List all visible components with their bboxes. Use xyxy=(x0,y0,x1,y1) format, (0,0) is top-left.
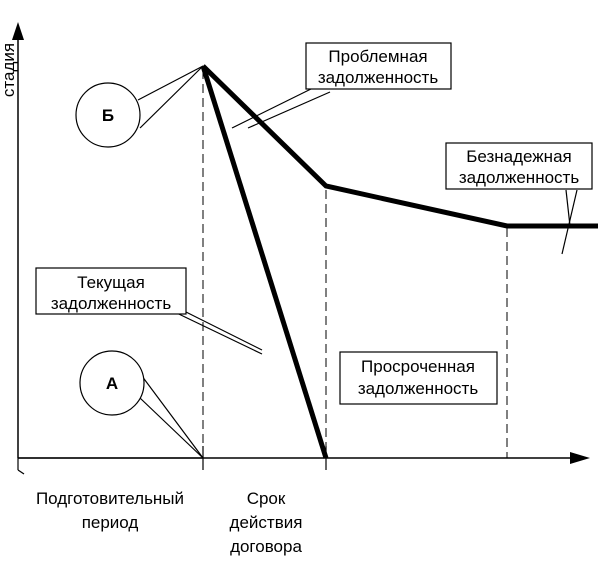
leader-hopeless-upper xyxy=(565,189,571,227)
circle-a xyxy=(79,350,145,416)
leader-hopeless-lower xyxy=(561,189,578,255)
circle-b xyxy=(75,82,141,148)
leader-current-lower xyxy=(185,311,263,351)
circle-a-label: А xyxy=(106,374,118,393)
leader-b-lower xyxy=(139,65,204,129)
y-axis-arrow xyxy=(12,22,24,40)
period-preparatory-line2: период xyxy=(82,513,139,532)
leader-b-upper xyxy=(137,65,204,101)
hopeless-debt-line2: задолженность xyxy=(459,168,580,187)
period-contract-line1: Срок xyxy=(247,489,286,508)
x-axis-arrow xyxy=(570,452,590,464)
overdue-debt-box xyxy=(339,351,498,405)
leader-a-lower xyxy=(139,397,204,459)
hopeless-debt-line1: Безнадежная xyxy=(466,147,571,166)
hopeless-debt-box xyxy=(445,142,593,190)
period-contract-line2: действия xyxy=(230,513,303,532)
problem-debt-curve xyxy=(201,64,598,229)
overdue-debt-line2: задолженность xyxy=(358,379,479,398)
problem-debt-box xyxy=(305,42,452,90)
leader-problem-upper xyxy=(231,87,314,129)
period-preparatory-line1: Подготовительный xyxy=(36,489,184,508)
period-contract-line3: договора xyxy=(230,537,302,556)
circle-b-label: Б xyxy=(102,106,114,125)
current-debt-box xyxy=(35,267,187,315)
bracket-left xyxy=(17,469,25,475)
problem-debt-line2: задолженность xyxy=(318,68,439,87)
current-debt-line2: задолженность xyxy=(51,294,172,313)
problem-debt-line1: Проблемная xyxy=(328,47,427,66)
current-debt-curve xyxy=(200,65,329,459)
current-debt-line1: Текущая xyxy=(77,273,145,292)
leader-problem-lower xyxy=(247,91,331,129)
overdue-debt-line1: Просроченная xyxy=(361,357,475,376)
y-axis-label: стадия xyxy=(0,43,18,97)
